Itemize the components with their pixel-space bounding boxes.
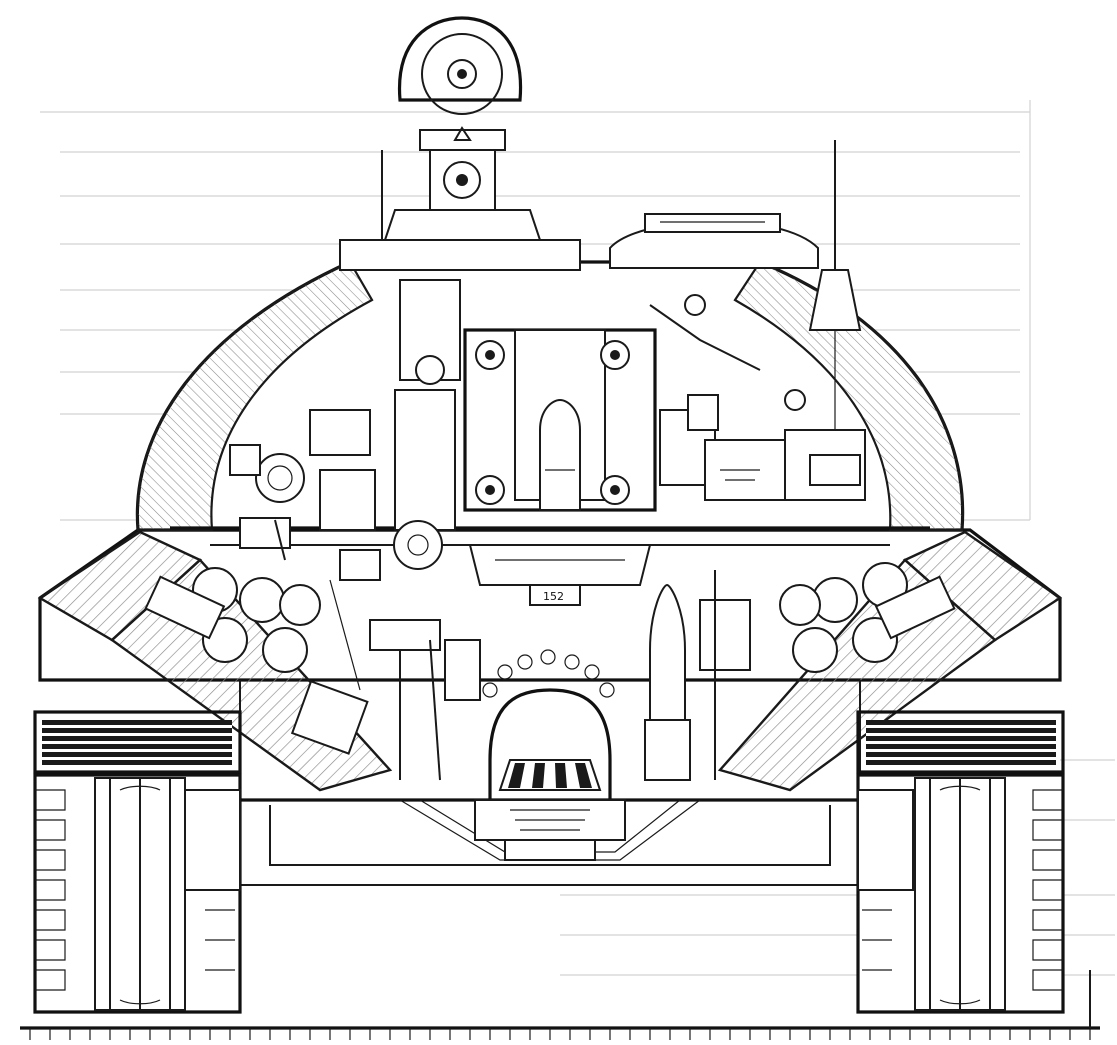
right-track-assembly <box>856 710 1065 1014</box>
left-turret-equipment <box>229 279 461 581</box>
ammo-rack-left <box>144 567 369 755</box>
antennas <box>381 140 862 430</box>
shell-marking: 152 <box>543 590 564 603</box>
cupola-searchlight <box>383 16 542 241</box>
ammo-rack-right <box>779 562 956 673</box>
gun-breech: 152 <box>463 328 657 606</box>
ground-line <box>20 970 1100 1040</box>
left-track-assembly <box>33 710 242 1014</box>
right-turret-equipment <box>649 294 866 501</box>
driver-compartment <box>369 570 751 861</box>
